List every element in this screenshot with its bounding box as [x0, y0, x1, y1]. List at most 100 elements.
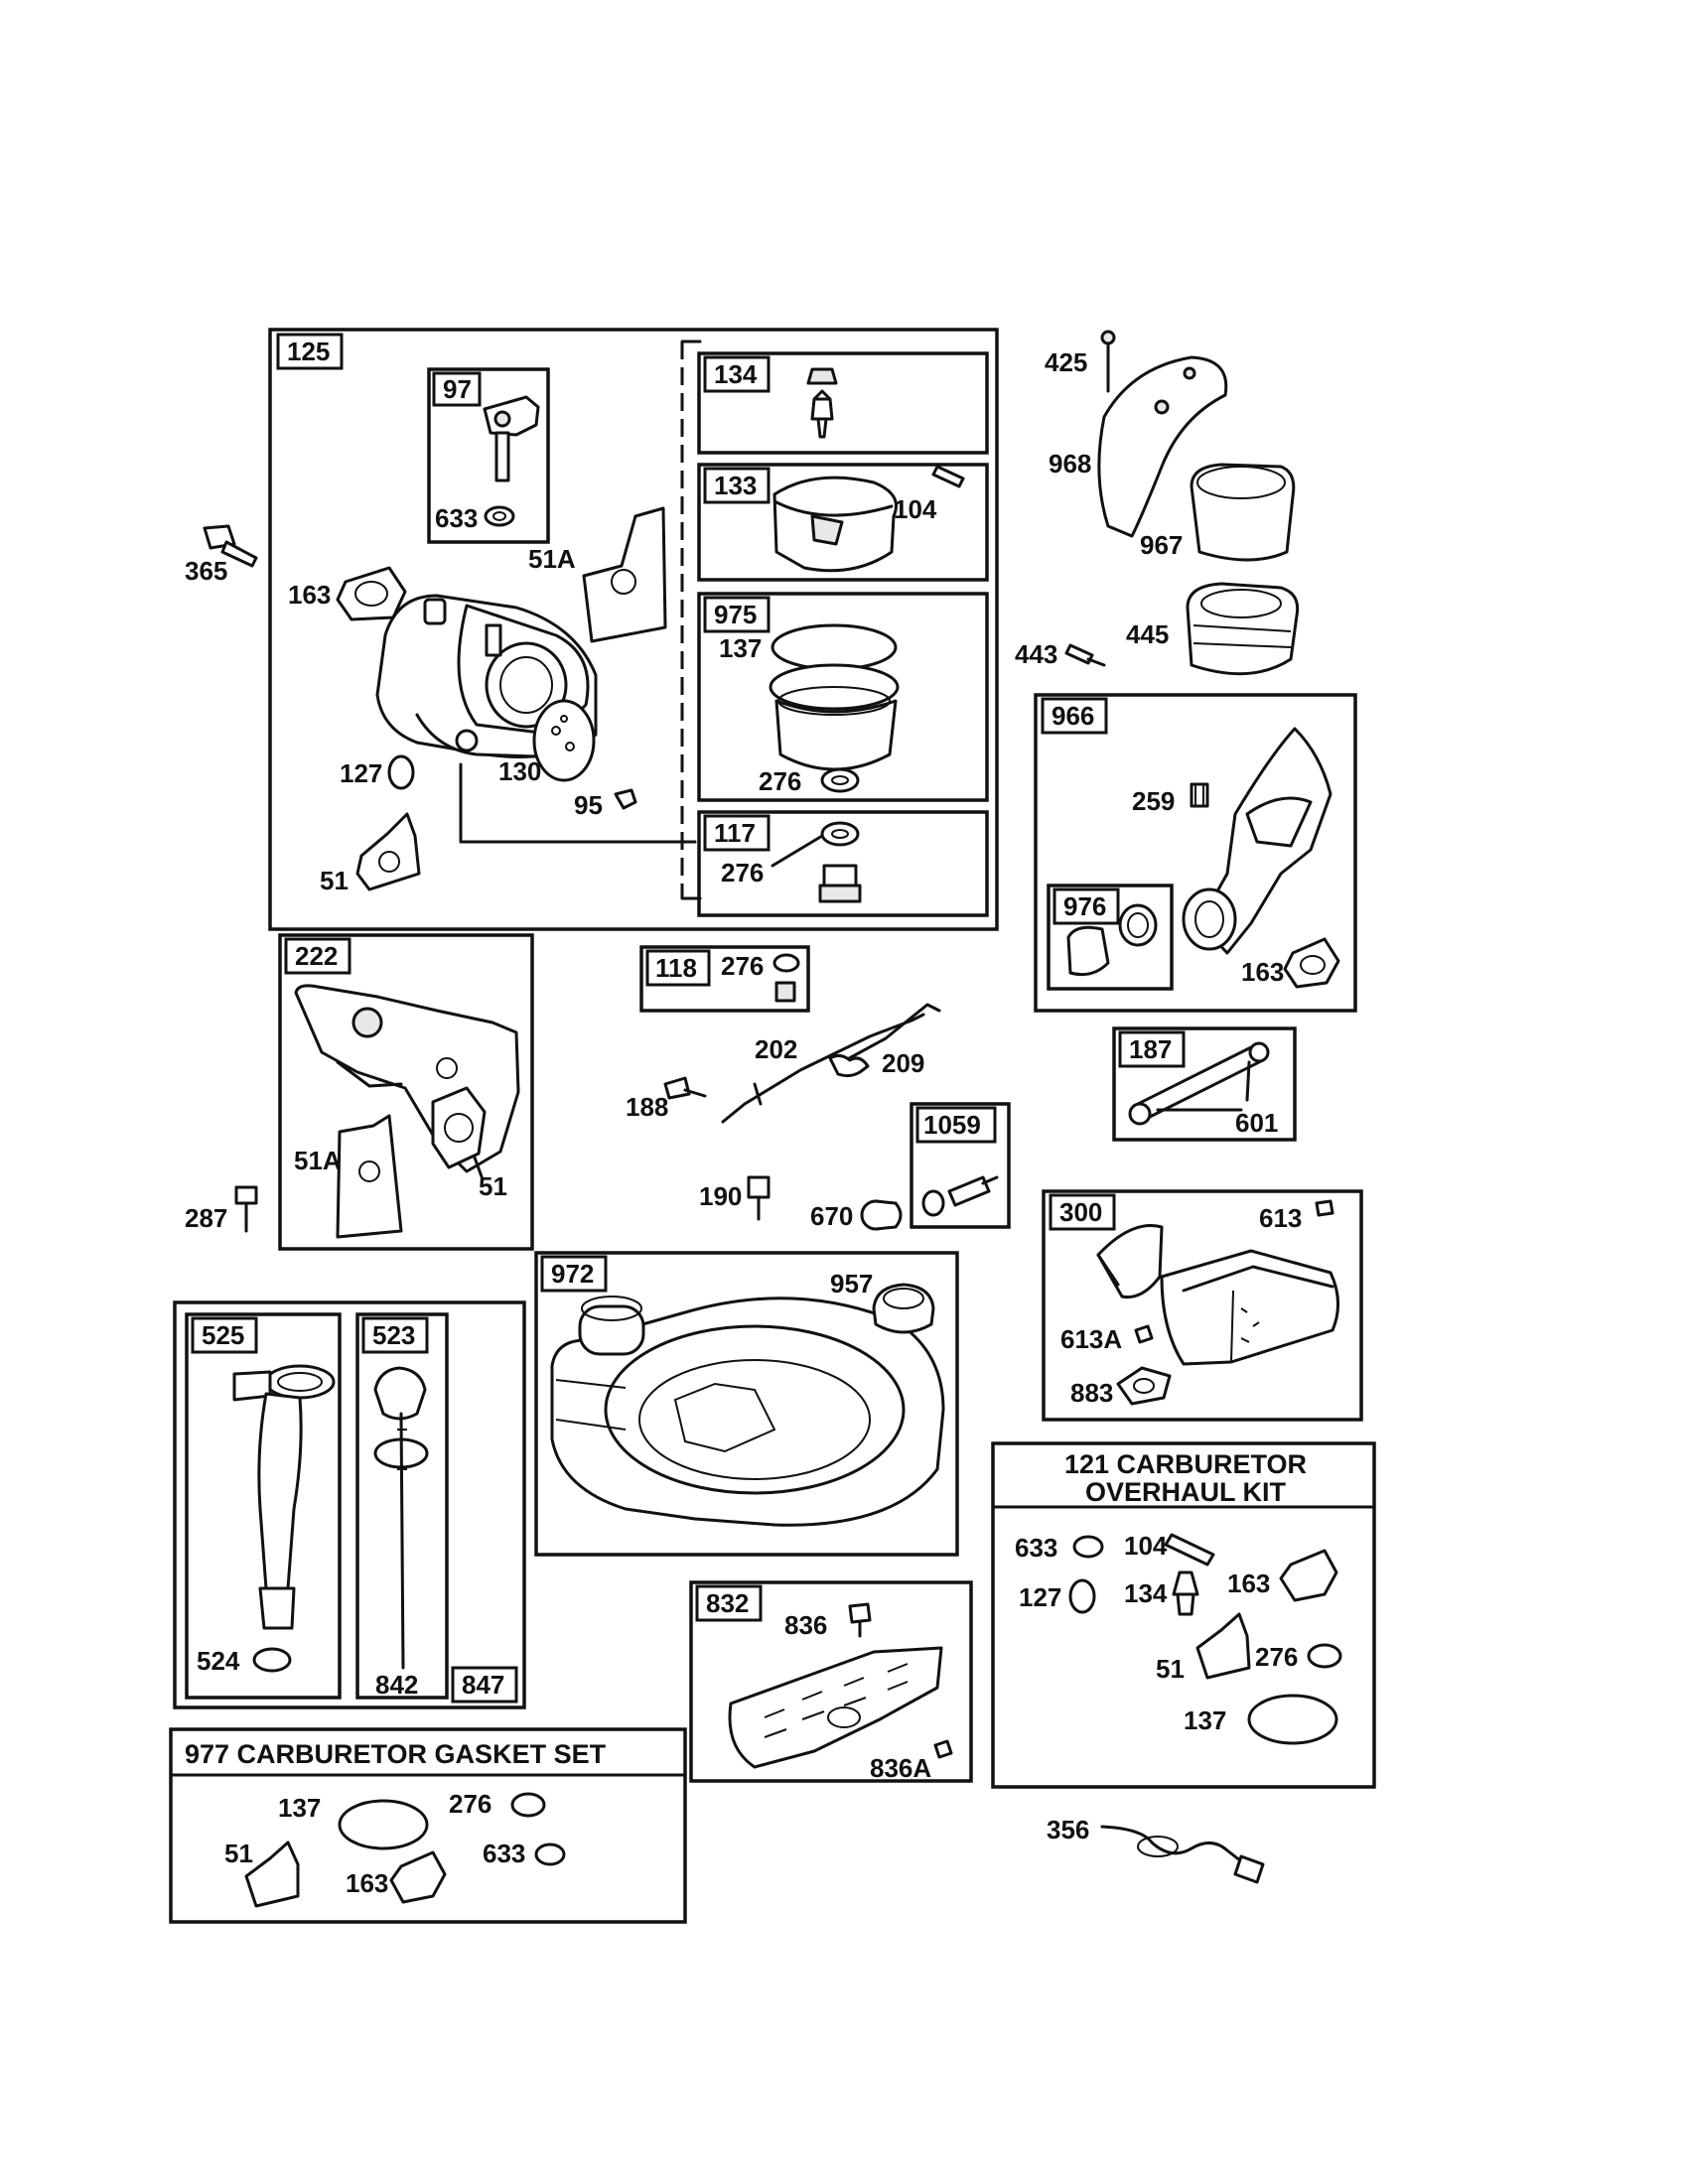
box-117-tab [703, 814, 771, 852]
group-121-overhaul-kit: 121 CARBURETOR OVERHAUL KIT 633 104 127 … [991, 1441, 1376, 1789]
label-836: 836 [784, 1610, 827, 1640]
box-975-label: 975 [714, 600, 757, 629]
governor-spring-209 [828, 1003, 941, 1078]
blower-housing-drawing [550, 1296, 945, 1527]
screw-287 [234, 1185, 258, 1233]
washer-nut-118 [772, 953, 800, 1003]
fuel-cap-957 [872, 1283, 935, 1334]
box-523-frame [355, 1312, 449, 1700]
screw-425 [1100, 330, 1116, 393]
label-163-kit: 163 [1227, 1569, 1270, 1598]
label-51A-222: 51A [294, 1146, 342, 1175]
box-975-tab [703, 596, 771, 633]
label-968: 968 [1049, 449, 1091, 478]
pre-cleaner-967 [1190, 463, 1296, 562]
box-972-frame [534, 1251, 959, 1557]
leader-601 [1156, 1060, 1251, 1112]
box-525-label: 525 [202, 1320, 244, 1350]
group-832-guard: 832 836 836A [689, 1580, 973, 1783]
label-51-carb: 51 [320, 866, 349, 895]
muffler-drawing [1096, 1224, 1339, 1366]
group-847-dipstick: 847 525 524 523 842 [173, 1300, 526, 1709]
kit-gasket-163 [1279, 1549, 1338, 1602]
box-134-tab [703, 355, 771, 393]
set-gasket-633 [534, 1843, 566, 1866]
box-125-tab [276, 333, 344, 370]
box-966-tab [1041, 697, 1108, 735]
label-276-bowl: 276 [759, 766, 801, 796]
box-972-label: 972 [551, 1259, 594, 1289]
label-633: 633 [435, 503, 478, 533]
box-975-frame [697, 592, 989, 802]
label-127: 127 [340, 758, 382, 788]
box-133-frame [697, 463, 989, 582]
label-836A: 836A [870, 1753, 931, 1783]
screw-836A [933, 1739, 953, 1759]
bolt-188 [663, 1076, 707, 1100]
box-972-tab [540, 1255, 608, 1293]
box-222-frame [278, 933, 534, 1251]
label-209: 209 [882, 1048, 924, 1078]
float-bowl-97-drawing [483, 395, 540, 482]
label-137-bowl: 137 [719, 633, 762, 663]
box-1059-tab [915, 1106, 997, 1144]
shoulder-bolt-1059 [921, 1175, 999, 1217]
box-1059-label: 1059 [923, 1110, 981, 1140]
label-137-set: 137 [278, 1793, 321, 1823]
label-51-kit: 51 [1156, 1654, 1185, 1684]
box-832-tab [695, 1584, 763, 1622]
box-300-frame [1042, 1189, 1363, 1422]
kit-gasket-51 [1195, 1612, 1251, 1680]
washer-276-bowl [820, 767, 860, 793]
group-977-gasket-set: 977 CARBURETOR GASKET SET 137 276 51 633… [169, 1727, 687, 1924]
leader-276-117 [771, 834, 824, 868]
box-97-tab [432, 371, 482, 407]
label-957: 957 [830, 1269, 873, 1298]
bushing-670 [860, 1199, 903, 1231]
box-1059-frame [910, 1102, 1011, 1229]
box-118-label: 118 [655, 953, 697, 983]
kit-o-ring-127 [1068, 1578, 1096, 1614]
group-222-governor-bracket: 222 51A 51 [278, 933, 534, 1251]
label-104-kit: 104 [1124, 1531, 1168, 1561]
kit-washer-276 [1307, 1643, 1342, 1669]
overhaul-kit-frame [991, 1441, 1376, 1789]
gasket-51-plate [355, 812, 421, 891]
governor-link-202 [721, 1013, 925, 1124]
box-222-label: 222 [295, 941, 338, 971]
float-133-drawing [772, 476, 898, 573]
label-276-118: 276 [721, 951, 764, 981]
gasket-set-title: 977 CARBURETOR GASKET SET [185, 1739, 607, 1769]
box-134-label: 134 [714, 359, 758, 389]
box-187-label: 187 [1129, 1034, 1172, 1064]
box-847-label: 847 [462, 1670, 504, 1700]
label-127-kit: 127 [1019, 1582, 1061, 1612]
gasket-set-frame [169, 1727, 687, 1924]
label-842: 842 [375, 1670, 418, 1700]
label-633-kit: 633 [1015, 1533, 1057, 1563]
group-300-muffler: 300 613 613A 883 [1042, 1189, 1363, 1422]
box-222-tab [284, 937, 351, 975]
kit-pin-104 [1164, 1533, 1215, 1567]
label-443: 443 [1015, 639, 1057, 669]
bracket-lines [459, 340, 702, 900]
float-needle-134 [806, 367, 838, 439]
governor-bracket-drawing [294, 984, 520, 1173]
label-287: 287 [185, 1203, 227, 1233]
box-847-frame [173, 1300, 526, 1709]
label-445: 445 [1126, 619, 1169, 649]
o-ring-524 [252, 1647, 292, 1673]
float-pin-104 [931, 465, 965, 488]
box-976-tab [1052, 887, 1120, 925]
label-365: 365 [185, 556, 227, 586]
air-cleaner-base-drawing [1182, 727, 1333, 955]
label-51-set: 51 [224, 1839, 253, 1868]
label-104-float: 104 [894, 494, 937, 524]
dipstick-523 [373, 1366, 429, 1670]
label-51A-carb: 51A [528, 544, 576, 574]
screw-190 [747, 1175, 771, 1221]
screw-613 [1315, 1199, 1334, 1217]
label-613A: 613A [1060, 1324, 1122, 1354]
box-832-frame [689, 1580, 973, 1783]
screw-443 [1064, 643, 1106, 667]
